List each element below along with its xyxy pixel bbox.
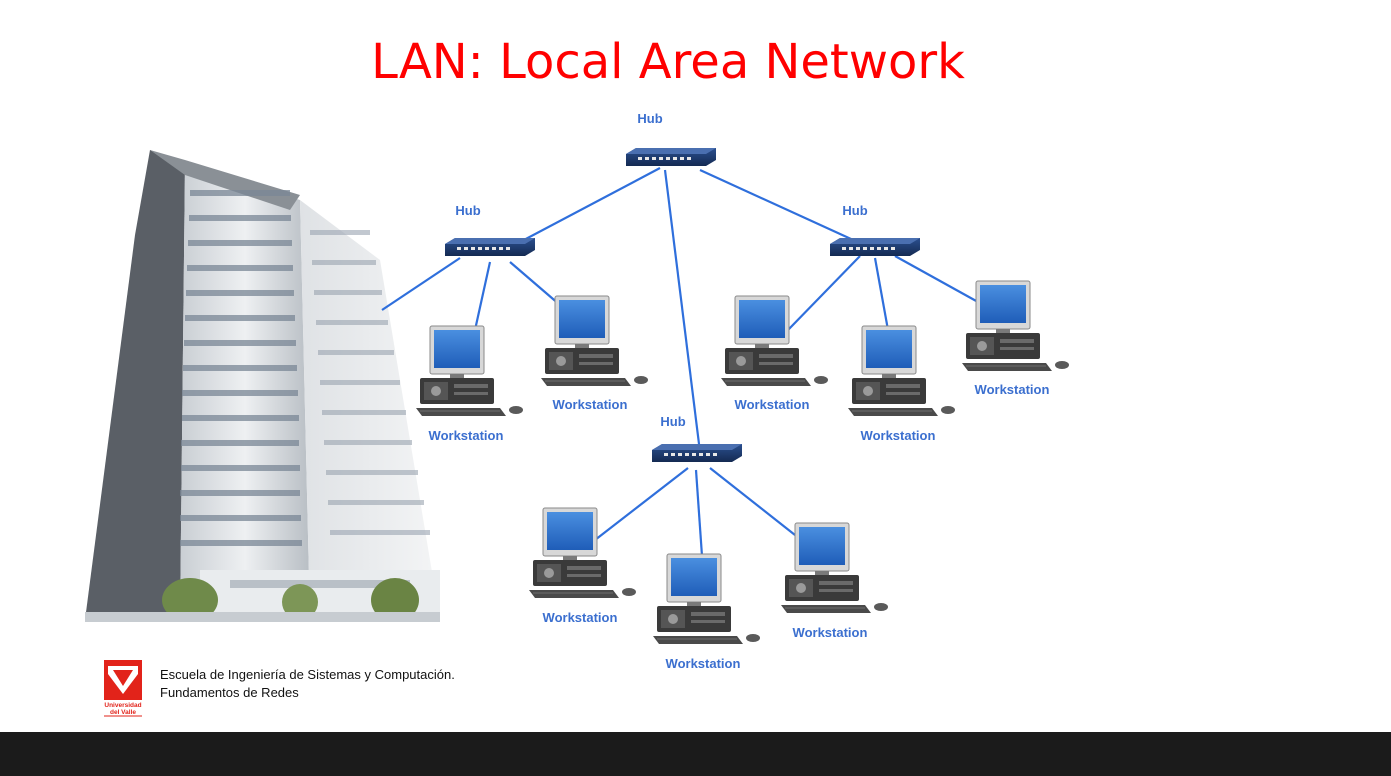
workstation-8 bbox=[780, 522, 889, 614]
hub-label-top: Hub bbox=[637, 111, 662, 126]
workstation-5 bbox=[961, 280, 1070, 372]
workstation-7 bbox=[652, 553, 761, 645]
university-logo: Universidad del Valle bbox=[104, 660, 142, 717]
workstation-4 bbox=[847, 325, 956, 417]
workstation-label-3: Workstation bbox=[735, 397, 810, 412]
workstation-3 bbox=[720, 295, 829, 387]
workstation-label-2: Workstation bbox=[553, 397, 628, 412]
workstation-label-1: Workstation bbox=[429, 428, 504, 443]
footer-text: Escuela de Ingeniería de Sistemas y Comp… bbox=[160, 666, 455, 702]
workstation-label-6: Workstation bbox=[543, 610, 618, 625]
slide: LAN: Local Area Network bbox=[85, 34, 1070, 717]
workstation-2 bbox=[540, 295, 649, 387]
hub-top bbox=[626, 148, 716, 166]
hub-left bbox=[445, 238, 535, 256]
hub-bottom bbox=[652, 444, 742, 462]
network-diagram: Hub Hub Hub Hub Workstation Workstation … bbox=[85, 111, 1070, 717]
hub-right bbox=[830, 238, 920, 256]
bottom-bar bbox=[0, 732, 1391, 776]
hub-label-left: Hub bbox=[455, 203, 480, 218]
network-links bbox=[381, 167, 979, 557]
hub-label-bottom: Hub bbox=[660, 414, 685, 429]
workstation-label-8: Workstation bbox=[793, 625, 868, 640]
footer-line-1: Escuela de Ingeniería de Sistemas y Comp… bbox=[160, 667, 455, 682]
workstation-label-4: Workstation bbox=[861, 428, 936, 443]
logo-text-line1: Universidad bbox=[104, 702, 141, 709]
workstation-1 bbox=[415, 325, 524, 417]
slide-title: LAN: Local Area Network bbox=[371, 34, 965, 90]
logo-text-line2: del Valle bbox=[110, 709, 136, 716]
building-image bbox=[85, 150, 440, 622]
workstation-label-5: Workstation bbox=[975, 382, 1050, 397]
workstation-label-7: Workstation bbox=[666, 656, 741, 671]
footer-line-2: Fundamentos de Redes bbox=[160, 685, 299, 700]
hub-label-right: Hub bbox=[842, 203, 867, 218]
